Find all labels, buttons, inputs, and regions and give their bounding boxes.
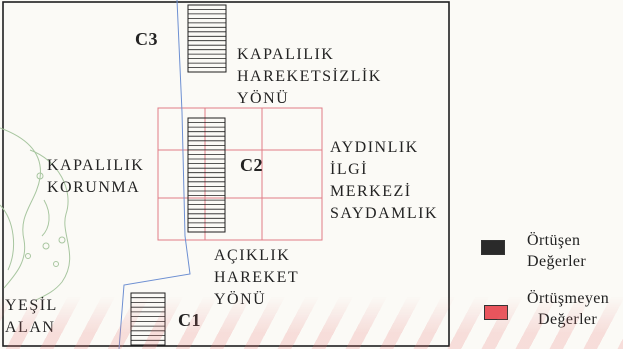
label-movement-direction: AÇIKLIK HAREKET YÖNÜ (214, 245, 299, 311)
stair-outline (187, 4, 227, 73)
label-line: KAPALILIK (237, 46, 335, 63)
tree-outline (29, 149, 71, 301)
legend-swatch-overlapping (481, 240, 505, 255)
label-line: MERKEZİ (330, 183, 412, 200)
stair-code-c3: C3 (135, 29, 158, 49)
tree-outline (0, 204, 14, 271)
legend-label-overlapping: Değerler (527, 253, 587, 270)
circulation-path-line (118, 0, 191, 349)
label-line: HAREKETSİZLİK (237, 68, 382, 85)
legend-label-non-overlapping: Değerler (538, 311, 598, 328)
stairs-c2 (187, 117, 226, 233)
label-line: AÇIKLIK (214, 247, 291, 264)
label-line: SAYDAMLIK (330, 205, 439, 222)
tree-outline (0, 127, 41, 289)
tree-circle (42, 242, 50, 250)
legend-label-overlapping: Örtüşen (527, 232, 581, 249)
label-line: KAPALILIK (47, 157, 145, 174)
site-boundary (2, 1, 450, 347)
legend-swatch-non-overlapping (484, 305, 508, 320)
label-line: YÖNÜ (214, 291, 267, 308)
stair-code-c2: C2 (240, 155, 263, 175)
stair-outline (187, 117, 226, 233)
tree-circle (53, 261, 59, 267)
label-stillness-direction: KAPALILIK HAREKETSİZLİK YÖNÜ (237, 44, 382, 110)
label-line: KORUNMA (47, 179, 141, 196)
legend-label-non-overlapping: Örtüşmeyen (527, 290, 610, 307)
focus-grid (157, 107, 323, 241)
tree-circle (36, 172, 44, 180)
label-focus-center: AYDINLIK İLGİ MERKEZİ SAYDAMLIK (330, 137, 438, 225)
green-area-trees (0, 127, 71, 301)
label-line: YEŞİL (5, 297, 58, 314)
focus-grid-outline (157, 107, 323, 241)
tree-circle (25, 253, 31, 259)
stair-code-c1: C1 (178, 310, 201, 330)
stairs-c1 (130, 292, 166, 346)
label-line: ALAN (5, 319, 56, 336)
stairs-c3 (187, 4, 227, 73)
label-line: AYDINLIK (330, 139, 419, 156)
tree-outline (41, 199, 50, 237)
label-protection: KAPALILIK KORUNMA (47, 155, 144, 199)
stair-outline (130, 292, 166, 346)
tree-circle (58, 236, 66, 244)
label-line: İLGİ (330, 161, 368, 178)
label-line: YÖNÜ (237, 90, 290, 107)
label-line: HAREKET (214, 269, 300, 286)
label-green-area: YEŞİL ALAN (5, 295, 58, 339)
